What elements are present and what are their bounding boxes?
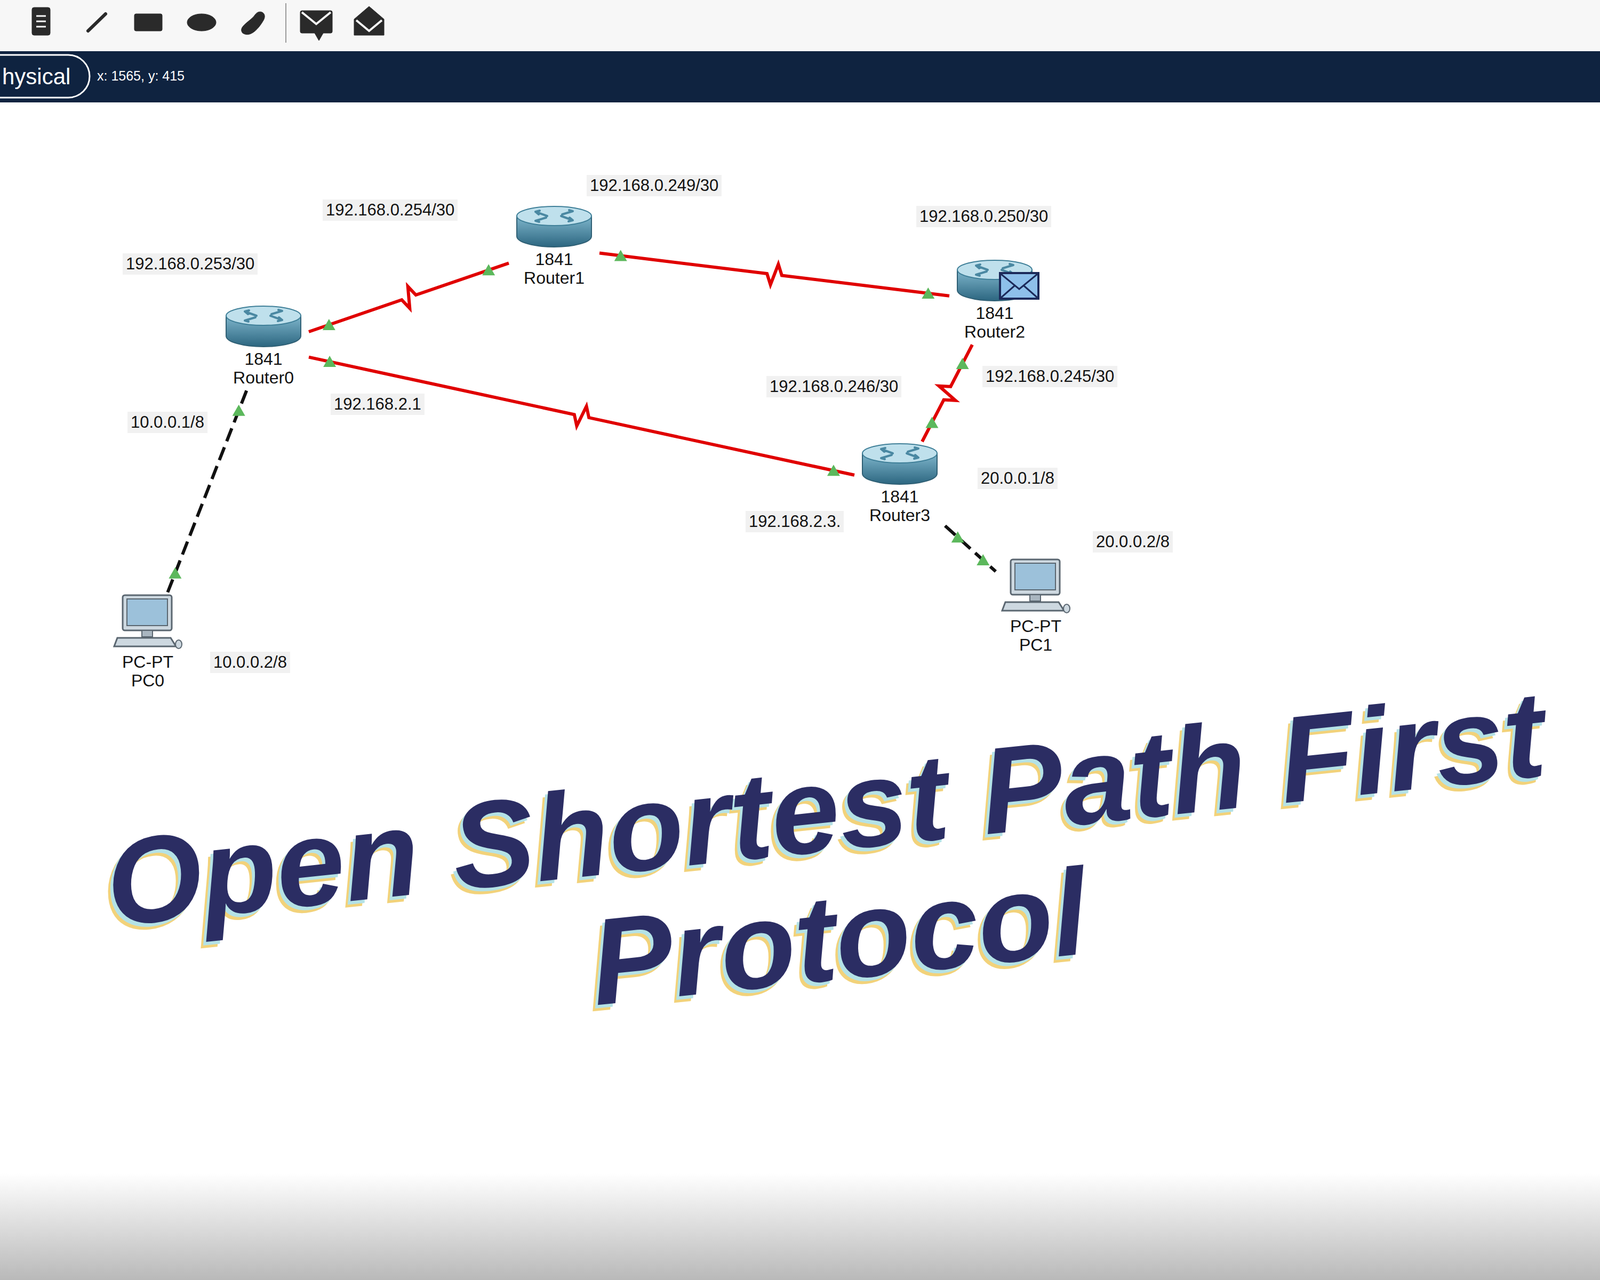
- interface-address: 192.168.0.250/30: [916, 205, 1052, 228]
- toolbar-icons: [32, 3, 384, 43]
- ethernet-link: [945, 525, 996, 572]
- router-device: 1841 Router1: [508, 204, 600, 291]
- router-arrows: [535, 210, 573, 222]
- pc-icon: [1001, 557, 1071, 616]
- link-light: [168, 567, 182, 579]
- router-top: [862, 443, 938, 463]
- device-label: 1841 Router1: [522, 250, 587, 288]
- cursor-coordinates: x: 1565, y: 415: [97, 68, 185, 84]
- serial-link: [308, 355, 855, 476]
- device-label: 1841 Router2: [962, 304, 1027, 342]
- serial-link: [599, 249, 950, 299]
- device-label: PC-PT PC1: [1008, 617, 1063, 655]
- serial-link: [308, 262, 509, 332]
- interface-address: 20.0.0.2/8: [1092, 531, 1173, 553]
- link-light: [323, 355, 336, 367]
- interface-address: 192.168.0.253/30: [122, 253, 258, 275]
- link-light: [921, 287, 935, 299]
- link-light: [614, 249, 628, 261]
- router-icon: [223, 304, 304, 349]
- serial-link: [922, 344, 973, 442]
- device-label: PC-PT PC0: [120, 652, 175, 691]
- bottom-fade: [0, 1173, 1600, 1280]
- pc-icon: [113, 593, 183, 652]
- interface-address: 10.0.0.2/8: [210, 651, 291, 674]
- pc-device: PC-PT PC1: [995, 557, 1076, 658]
- interface-address: 192.168.0.249/30: [586, 174, 722, 197]
- router-device: 1841 Router3: [854, 441, 946, 528]
- interface-address: 192.168.0.245/30: [982, 365, 1118, 388]
- link-light: [976, 554, 990, 566]
- router-device: 1841 Router2: [949, 258, 1040, 345]
- router-icon: [859, 441, 940, 487]
- link-light: [322, 318, 336, 331]
- interface-address: 10.0.0.1/8: [127, 411, 208, 434]
- title-banner: Open Shortest Path First Protocol: [49, 664, 1600, 1082]
- mode-tab-outline: [0, 54, 90, 98]
- router-arrows: [244, 309, 283, 322]
- mode-bar: [0, 51, 1600, 103]
- mode-tab: hysical: [2, 64, 71, 90]
- pc-device: PC-PT PC0: [107, 593, 188, 694]
- router-arrows: [881, 447, 919, 460]
- link-light: [925, 416, 939, 428]
- link-light: [482, 264, 495, 276]
- interface-address: 192.168.0.254/30: [322, 199, 458, 221]
- device-label: 1841 Router3: [867, 487, 932, 525]
- link-light: [232, 404, 246, 416]
- router-icon: [954, 258, 1035, 303]
- router-top: [226, 306, 301, 326]
- link-light: [827, 464, 840, 476]
- router-device: 1841 Router0: [218, 304, 309, 391]
- device-label: 1841 Router0: [231, 349, 296, 388]
- pdu-envelope: [1000, 273, 1039, 299]
- interface-address: 20.0.0.1/8: [977, 467, 1058, 490]
- interface-address: 192.168.2.1: [330, 393, 425, 415]
- interface-address: 192.168.2.3.: [745, 510, 844, 533]
- router-icon: [514, 204, 595, 250]
- router-top: [516, 206, 592, 226]
- link-light: [951, 531, 965, 543]
- link-light: [956, 357, 970, 370]
- toolbar: [0, 0, 1600, 52]
- interface-address: 192.168.0.246/30: [766, 376, 902, 398]
